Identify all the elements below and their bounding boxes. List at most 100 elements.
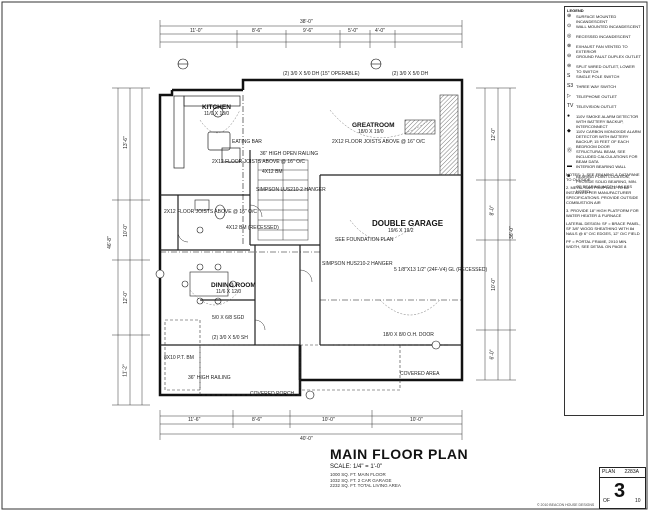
legend-symbol: Ⓑ (567, 148, 573, 154)
dim-right-seg: 12'-0" (490, 128, 497, 141)
section-markers (155, 58, 441, 400)
eating-bar-label: EATING BAR (232, 139, 262, 145)
page-title: MAIN FLOOR PLAN (330, 446, 469, 462)
legend-item: ■BEARING POINT LOCATION, PROVIDE SOLID B… (565, 174, 643, 195)
legend-symbol: ⊗ (567, 43, 572, 49)
dim-right-seg: 8'-0" (489, 205, 496, 216)
plan-note: 18/0 X 8/0 O.H. DOOR (383, 332, 434, 338)
kitchen-counters (173, 95, 241, 169)
plan-note: 4X12 BM (262, 169, 283, 175)
scale-note: SCALE: 1/4" = 1'-0" (330, 464, 383, 470)
legend-text: 110V SMOKE ALARM DETECTOR WITH BATTERY B… (576, 114, 639, 129)
legend-symbol: ⊕ (567, 13, 572, 19)
plan-note: SIMPSON LUS210-2 HANGER (256, 187, 326, 193)
note-line: 2. METAL GAS FIREPLACE TO BE INSTALLED P… (566, 185, 639, 205)
legend-text: THREE WAY SWITCH (576, 84, 617, 89)
area-line: 1032 SQ. FT. 2 CAR GARAGE (330, 477, 392, 483)
room-dining-name: DINING ROOM (211, 282, 256, 289)
area-summary: 1000 SQ. FT. MAIN FLOOR 1032 SQ. FT. 2 C… (330, 472, 468, 489)
legend-item: ◎ RECESSED INCANDESCENT (565, 34, 643, 44)
total-pages: 10 (635, 498, 641, 504)
legend-text: SURFACE MOUNTED INCANDESCENT (576, 14, 617, 24)
dim-left-seg: 12'-0" (122, 291, 129, 304)
of-label: OF (603, 498, 610, 504)
plan-number-box: PLAN 2283A 3 OF 10 (599, 467, 646, 509)
dim-right-overall: 36'-0" (508, 226, 515, 239)
legend-item: ▬INTERIOR BEARING WALL (565, 164, 643, 174)
dim-bottom-seg: 10'-0" (322, 417, 335, 423)
legend-item: ▷ TELEPHONE OUTLET (565, 94, 643, 104)
title-block: MAIN FLOOR PLAN SCALE: 1/4" = 1'-0" 1000… (330, 446, 468, 489)
legend-symbol: ◆ (567, 128, 571, 134)
legend-text: TELEPHONE OUTLET (576, 94, 618, 99)
legend-item: ◆ 110V CARBON MONOXIDE ALARM DETECTOR WIT… (565, 128, 643, 150)
bath-fixtures (194, 199, 226, 234)
legend-text: TELEVISION OUTLET (576, 104, 617, 109)
legend-symbol: ▷ (567, 93, 571, 99)
plan-note: SEE FOUNDATION PLAN (335, 237, 394, 243)
legend-symbol: ⊜ (567, 63, 572, 69)
legend-item: ⊜ SPLIT WIRED OUTLET, LOWER TO SWITCH (565, 63, 643, 75)
legend-text: WALL MOUNTED INCANDESCENT (576, 24, 641, 29)
plan-note: 8X10 P.T. BM (164, 355, 194, 361)
dim-left-overall: 46'-8" (106, 236, 113, 249)
plan-note: 5/0 X 6/8 SGD (212, 315, 245, 321)
covered-area-label: COVERED AREA (400, 371, 440, 377)
dim-left-seg: 13'-6" (122, 136, 129, 149)
covered-porch-outline (164, 319, 401, 396)
dim-top-seg: 5'-0" (348, 28, 358, 34)
dimension-lines (112, 20, 516, 440)
dim-bottom-seg: 10'-0" (410, 417, 423, 423)
legend-symbol: S3 (567, 83, 574, 89)
legend-item: ⊖ GROUND FAULT DUPLEX OUTLET (565, 54, 643, 64)
legend-text: EXHAUST FAN VENTED TO EXTERIOR (576, 44, 628, 54)
legend-item: ● 110V SMOKE ALARM DETECTOR WITH BATTERY … (565, 113, 643, 130)
dim-top-seg: 9'-6" (303, 28, 313, 34)
interior-walls (160, 150, 462, 346)
shelves (439, 94, 459, 176)
dim-left-seg: 10'-0" (122, 224, 129, 237)
plan-note: 2X12 FLOOR JOISTS ABOVE @ 16" O/C (212, 159, 305, 165)
plan-number: 2283A (624, 469, 639, 475)
room-greatroom-name: GREATROOM (352, 122, 395, 129)
structural-beams (160, 95, 462, 301)
room-kitchen-name: KITCHEN (202, 104, 231, 111)
plan-note: 2X12 FLOOR JOISTS ABOVE @ 16" O/C (332, 139, 425, 145)
stairway (257, 159, 309, 241)
room-dining-size: 11/6 X 12/0 (216, 289, 242, 295)
legend-title: LEGEND (567, 8, 584, 13)
legend-item: ⊕ SURFACE MOUNTED INCANDESCENT (565, 13, 643, 25)
plan-label: PLAN (602, 469, 616, 475)
dim-top-seg: 11'-0" (190, 28, 203, 34)
legend-text: STRUCTURAL BEAM, SEE INCLUDED CALCULATIO… (576, 149, 638, 164)
legend-item: ⊗ EXHAUST FAN VENTED TO EXTERIOR (565, 43, 643, 55)
legend-text: RECESSED INCANDESCENT (576, 34, 631, 39)
plan-note: 4X12 BM (RECESSED) (226, 225, 279, 231)
room-garage-name: DOUBLE GARAGE (372, 219, 444, 228)
plan-note: (2) 3/0 X 5/0 DH (15" OPERABLE) (283, 71, 360, 77)
dim-right-seg: 6'-0" (489, 349, 496, 360)
legend-text: BEARING POINT LOCATION, PROVIDE SOLID BE… (576, 174, 637, 194)
note-line: 3. PROVIDE 18" HIGH PLATFORM FOR WATER H… (566, 208, 639, 218)
legend-symbol: ▬ (567, 163, 572, 169)
legend-text: SPLIT WIRED OUTLET, LOWER TO SWITCH (576, 64, 635, 74)
dim-top-seg: 8'-6" (252, 28, 262, 34)
note-line: NOTES: 1. SEE FRAMING & DATAPANE TO OUTS… (566, 172, 640, 182)
legend-symbol: ⊙ (567, 23, 572, 29)
area-line: 2232 SQ. FT. TOTAL LIVING AREA (330, 483, 401, 488)
plan-note: (2) 3/0 X 5/0 DH (392, 71, 429, 77)
legend-symbol: S (567, 73, 571, 79)
legend-symbol: ● (567, 113, 571, 119)
legend-symbol: ⊖ (567, 53, 572, 59)
copyright-note: © 2010 BEACON HOUSE DESIGNS (537, 503, 595, 507)
dim-top-overall: 38'-0" (300, 19, 313, 25)
legend-text: 110V CARBON MONOXIDE ALARM DETECTOR WITH… (576, 129, 641, 149)
legend-text: GROUND FAULT DUPLEX OUTLET (576, 54, 641, 59)
fireplace (404, 119, 436, 135)
plan-note: 5 1/8"X13 1/2" (24F-V4) GL (RECESSED) (394, 267, 488, 273)
plan-note: SIMPSON HUS210-2 HANGER (322, 261, 393, 267)
legend-symbol: ◎ (567, 33, 572, 39)
